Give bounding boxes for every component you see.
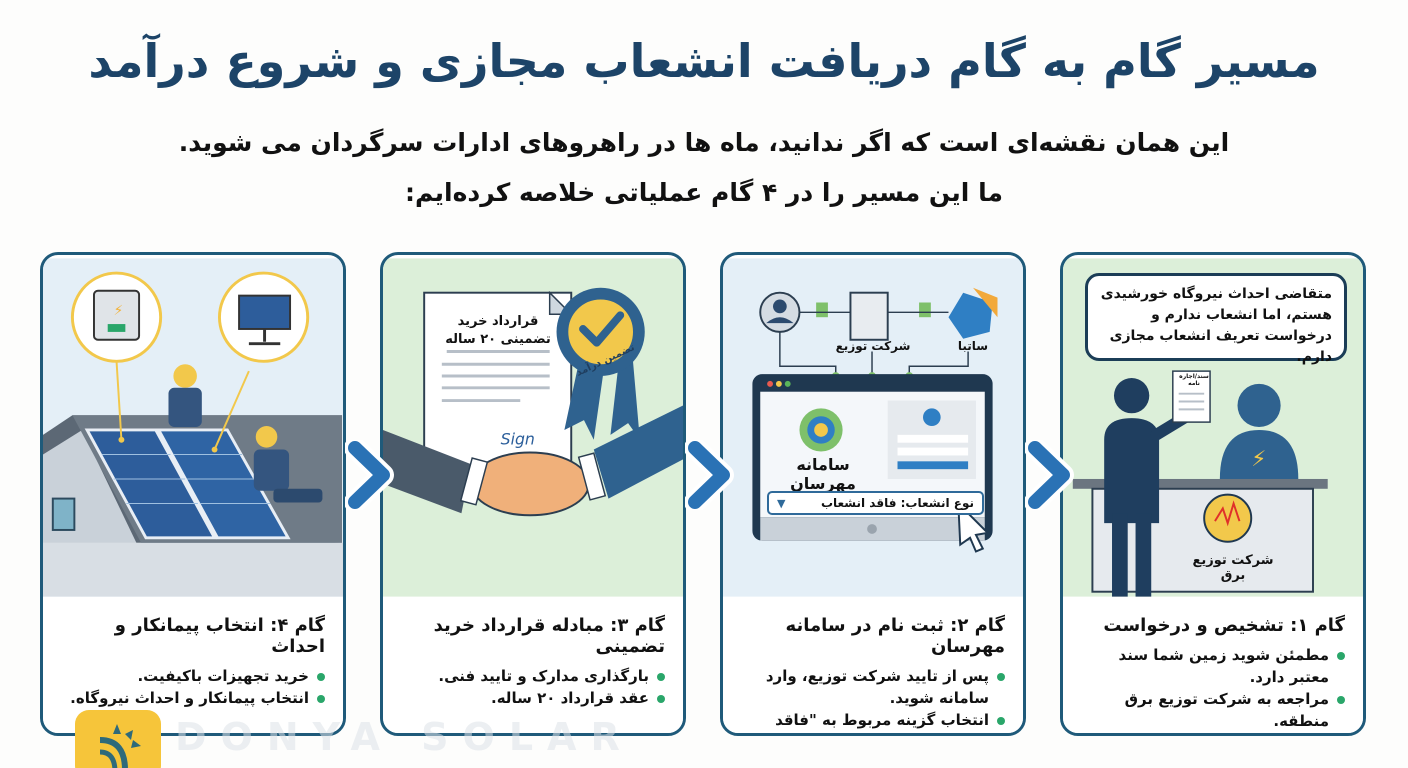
dropdown-value: نوع انشعاب: فاقد انشعاب	[820, 496, 974, 510]
chevron-right-icon	[345, 440, 394, 510]
watermark: DONYA SOLAR	[175, 715, 634, 759]
brand-logo	[75, 710, 161, 768]
step-4-card: ⚡ گام ۴: انتخاب پیمانکار و احداث خرید تج…	[40, 252, 346, 736]
svg-text:⚡: ⚡	[1251, 447, 1266, 472]
step-3-bullet: عقد قرارداد ۲۰ ساله.	[397, 687, 665, 709]
step-4-bullet: انتخاب پیمانکار و احداث نیروگاه.	[57, 687, 325, 709]
step-2-bullet: انتخاب گزینه مربوط به "فاقد انشعاب".	[737, 709, 1005, 733]
document-label: سند/اجاره نامه	[1179, 373, 1209, 387]
step-3-card: Sign گام ۳: مبادله قرارداد خرید تضمینی ب…	[380, 252, 686, 736]
step-1-bullet: مراجعه به شرکت توزیع برق منطقه.	[1077, 688, 1345, 732]
step-4-heading: گام ۴: انتخاب پیمانکار و احداث	[114, 615, 325, 657]
desk-label: شرکت توزیع برق	[1192, 553, 1274, 583]
node-satba-label: ساتبا	[957, 339, 989, 353]
chevron-down-icon: ▼	[777, 497, 786, 510]
subtitle-line-1: این همان نقشه‌ای است که اگر ندانید، ماه …	[178, 128, 1230, 157]
step-1-heading: گام ۱: تشخیص و درخواست	[1103, 615, 1345, 636]
node-distribution-company-label: شرکت توزیع	[835, 339, 911, 353]
step-2-heading: گام ۲: ثبت نام در سامانه مهرسان	[785, 615, 1005, 657]
chevron-right-icon	[1025, 440, 1074, 510]
mehrsan-portal-illustration	[723, 258, 1023, 597]
rooftop-installation-illustration: ⚡	[43, 258, 343, 597]
step-2-card: شرکت توزیع ساتبا سامانه مهرسان نوع انشعا…	[720, 252, 1026, 736]
contract-handshake-illustration: Sign	[383, 258, 683, 597]
step-2-bullet: پس از تایید شرکت توزیع، وارد سامانه شوید…	[737, 665, 1005, 709]
step-3-bullet: بارگذاری مدارک و تایید فنی.	[397, 665, 665, 687]
branch-type-dropdown[interactable]: نوع انشعاب: فاقد انشعاب ▼	[767, 491, 984, 515]
portal-name: سامانه مهرسان	[790, 455, 856, 493]
step-1-card: ⚡ متقاضی احداث نیروگاه خورشیدی هستم، اما…	[1060, 252, 1366, 736]
svg-text:⚡: ⚡	[114, 303, 124, 319]
step-4-bullet: خرید تجهیزات باکیفیت.	[57, 665, 325, 687]
svg-text:Sign: Sign	[501, 430, 535, 449]
speech-bubble: متقاضی احداث نیروگاه خورشیدی هستم، اما ا…	[1085, 273, 1347, 365]
subtitle-line-2: ما این مسیر را در ۴ گام عملیاتی خلاصه کر…	[405, 178, 1003, 207]
step-1-bullet: مطمئن شوید زمین شما سند معتبر دارد.	[1077, 644, 1345, 688]
step-3-heading: گام ۳: مبادله قرارداد خرید تضمینی	[433, 615, 665, 657]
chevron-right-icon	[685, 440, 734, 510]
contract-title: قرارداد خرید تضمینی ۲۰ ساله	[445, 314, 551, 347]
sun-icon	[99, 724, 141, 768]
page-title: مسیر گام به گام دریافت انشعاب مجازی و شر…	[88, 34, 1320, 88]
